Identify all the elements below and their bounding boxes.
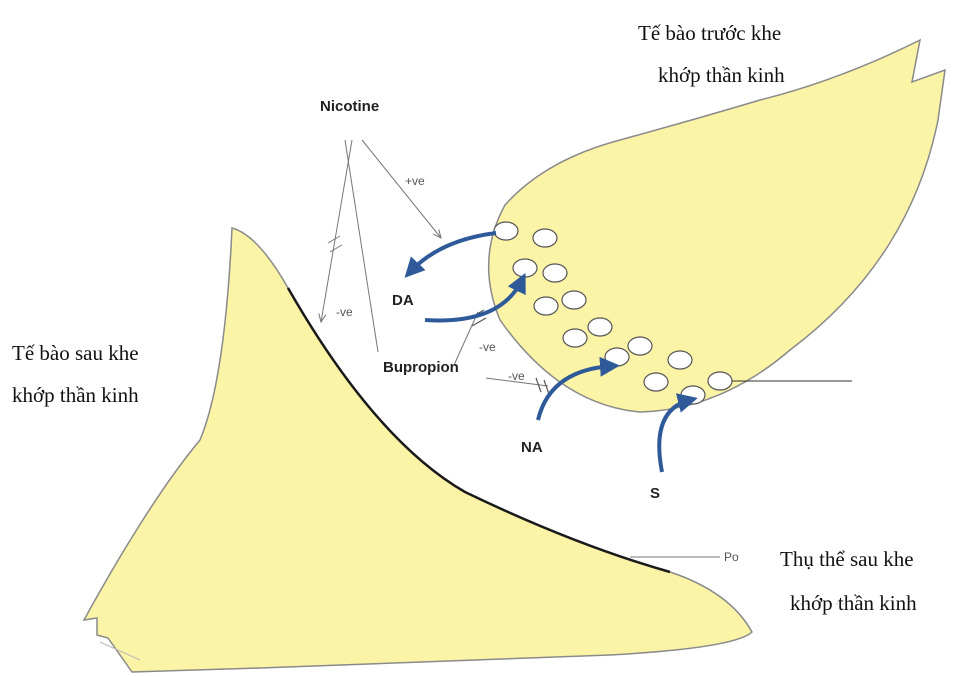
vesicle <box>494 222 518 240</box>
minus-ve-nicotine-label: -ve <box>336 305 353 319</box>
vesicle <box>628 337 652 355</box>
nicotine-minus-arrow <box>321 140 352 322</box>
receptor-label-line1: Thụ thể sau khe <box>780 547 914 571</box>
minus-ve-na-label: -ve <box>508 369 525 383</box>
presynaptic-cell <box>489 40 945 412</box>
nicotine-label: Nicotine <box>320 98 379 115</box>
nicotine-plus-arrow <box>362 140 441 238</box>
plus-ve-label: +ve <box>405 174 425 188</box>
po-label: Po <box>724 550 739 564</box>
postsynaptic-label-line2: khớp thần kinh <box>12 383 139 407</box>
receptor-label-line2: khớp thần kinh <box>790 591 917 615</box>
vesicle <box>644 373 668 391</box>
minus-ve-da-label: -ve <box>479 340 496 354</box>
presynaptic-label-line2: khớp thần kinh <box>658 63 785 87</box>
vesicle <box>543 264 567 282</box>
vesicle <box>708 372 732 390</box>
noradrenaline-label: NA <box>521 439 543 456</box>
vesicle <box>533 229 557 247</box>
dopamine-label: DA <box>392 292 414 309</box>
nicotine-bupropion-line <box>345 140 378 352</box>
vesicle <box>605 348 629 366</box>
vesicle <box>668 351 692 369</box>
dopamine-release-arrow <box>410 233 496 272</box>
vesicle <box>562 291 586 309</box>
vesicle <box>513 259 537 277</box>
bupropion-label: Bupropion <box>383 359 459 376</box>
vesicle <box>563 329 587 347</box>
presynaptic-label-line1: Tế bào trước khe <box>638 21 781 45</box>
postsynaptic-label-line1: Tế bào sau khe <box>12 341 139 365</box>
serotonin-label: S <box>650 485 660 502</box>
vesicle <box>534 297 558 315</box>
vesicle <box>588 318 612 336</box>
inhibition-break-mark <box>328 236 342 252</box>
